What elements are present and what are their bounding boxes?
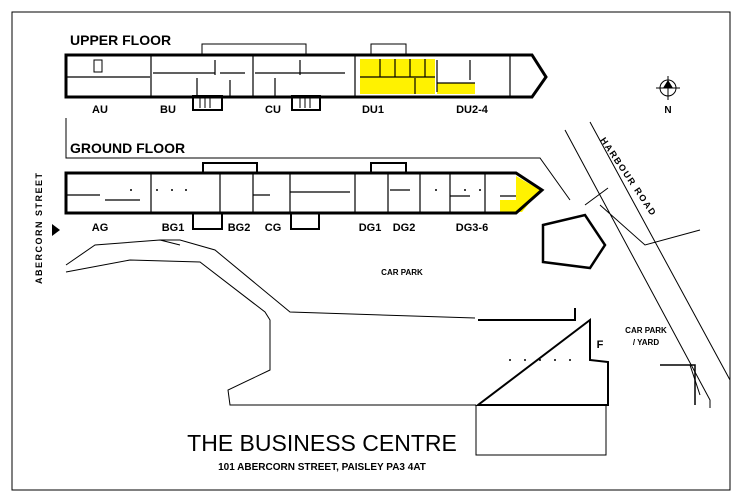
- unit-label: DG1: [359, 222, 382, 234]
- ground-floor-plan: GROUND FLOOR AG BG1 BG2 CG DG1 DG2 DG3-6: [64, 118, 571, 234]
- unit-dg-highlight: [500, 176, 540, 212]
- unit-label: AG: [92, 222, 109, 234]
- stair-core: [192, 95, 223, 111]
- stair-core: [192, 212, 223, 230]
- unit-label: BG2: [228, 222, 251, 234]
- compass-label: N: [664, 105, 671, 116]
- unit-label: DG3-6: [456, 222, 488, 234]
- yard-label-line1: CAR PARK: [625, 326, 667, 335]
- unit-label: DU1: [362, 104, 384, 116]
- upper-floor-plan: UPPER FLOOR AU BU CU DU1 DU2-4: [64, 32, 548, 116]
- unit-label: DG2: [393, 222, 416, 234]
- harbour-road-label: HARBOUR ROAD: [598, 136, 658, 219]
- unit-label: BU: [160, 104, 176, 116]
- stair-core: [290, 212, 320, 230]
- building-f-label: F: [597, 339, 604, 351]
- ground-floor-outline: [64, 171, 545, 215]
- unit-label: AU: [92, 104, 108, 116]
- site-outlines: [65, 121, 731, 456]
- abercorn-street-label: ABERCORN STREET: [34, 171, 44, 284]
- building-f: [475, 308, 609, 406]
- small-building: [541, 213, 607, 270]
- unit-label: CG: [265, 222, 282, 234]
- unit-label: BG1: [162, 222, 185, 234]
- upper-floor-outline: [64, 53, 548, 99]
- stair-core: [291, 95, 321, 111]
- north-compass-icon: [656, 76, 680, 100]
- ground-floor-heading: GROUND FLOOR: [70, 140, 185, 156]
- address: 101 ABERCORN STREET, PAISLEY PA3 4AT: [218, 462, 426, 473]
- page-title: THE BUSINESS CENTRE: [187, 430, 457, 456]
- car-park-label: CAR PARK: [381, 268, 423, 277]
- frame-border: [11, 11, 731, 491]
- yard-label-line2: / YARD: [633, 338, 659, 347]
- unit-du2-highlight: [437, 83, 475, 94]
- upper-floor-heading: UPPER FLOOR: [70, 32, 171, 48]
- unit-label: CU: [265, 104, 281, 116]
- entrance-arrow-icon: [52, 224, 60, 236]
- unit-label: DU2-4: [456, 104, 489, 116]
